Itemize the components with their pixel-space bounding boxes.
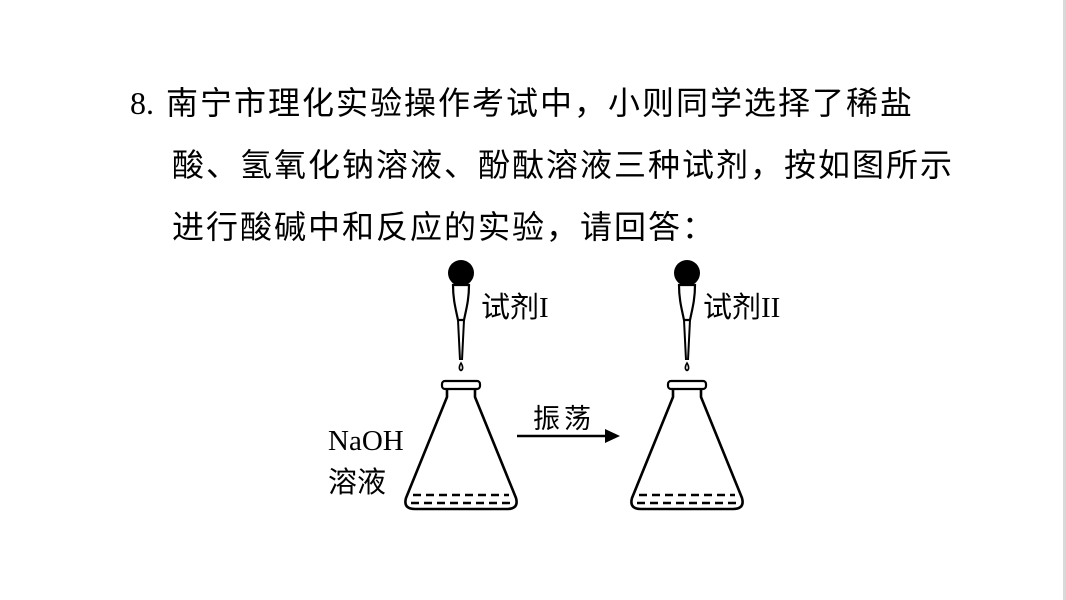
dropper-icon (448, 260, 474, 372)
question-number: 8. (130, 85, 154, 121)
naoh-label-line1: NaOH (328, 425, 404, 457)
naoh-solution-label: NaOH 溶液 (328, 420, 404, 504)
shake-arrow-icon (517, 429, 620, 443)
question-text-line1: 南宁市理化实验操作考试中，小则同学选择了稀盐 (166, 85, 915, 121)
page-edge-shadow (1063, 0, 1066, 600)
question-line-1: 8. 南宁市理化实验操作考试中，小则同学选择了稀盐 (130, 72, 980, 134)
reagent1-label: 试剂I (481, 292, 549, 324)
flask-dropper-left-icon (404, 260, 518, 511)
question-block: 8. 南宁市理化实验操作考试中，小则同学选择了稀盐 酸、氢氧化钠溶液、酚酞溶液三种… (130, 72, 980, 258)
reagent2-label: 试剂II (703, 292, 781, 324)
shake-arrow-label: 振荡 (533, 404, 595, 434)
dropper-icon (674, 260, 700, 372)
conical-flask-icon (630, 379, 744, 511)
question-text-line3: 进行酸碱中和反应的实验，请回答： (172, 209, 717, 245)
naoh-label-line2: 溶液 (328, 467, 387, 499)
flask-dropper-right-icon (630, 260, 744, 511)
conical-flask-icon (404, 379, 518, 511)
question-text-line2: 酸、氢氧化钠溶液、酚酞溶液三种试剂，按如图所示 (172, 147, 955, 183)
